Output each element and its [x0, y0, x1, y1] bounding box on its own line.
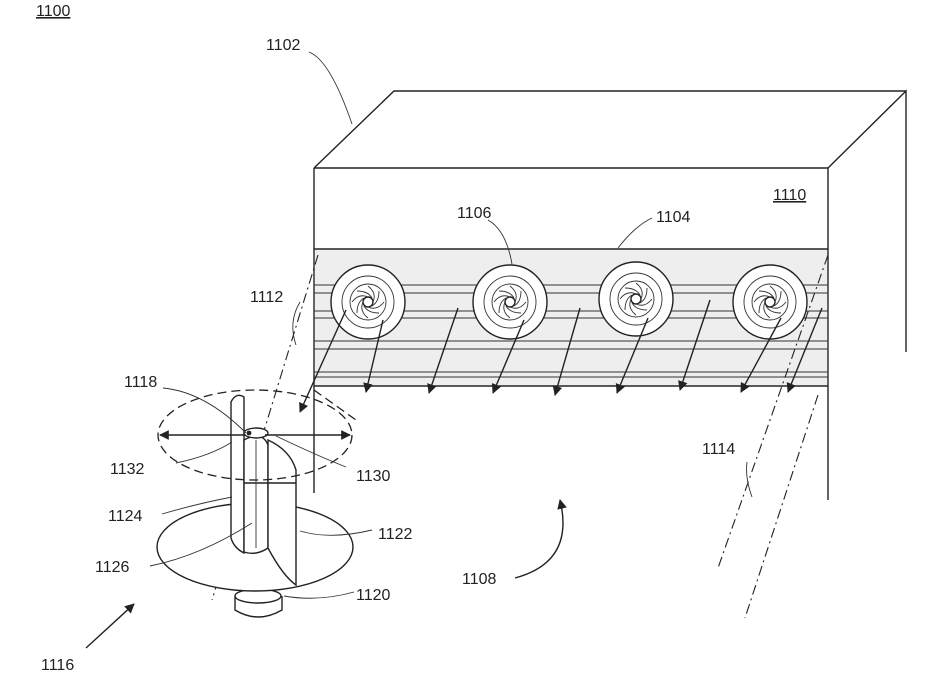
label-1114: 1114: [702, 441, 735, 458]
fan-1: [331, 265, 405, 339]
label-1116: 1116: [41, 657, 74, 674]
label-1118: 1118: [124, 374, 157, 391]
fan-3: [599, 262, 673, 336]
flow-arrow-1108: [515, 500, 563, 578]
turbine-arrow-1116: [86, 604, 134, 648]
fan-4: [733, 265, 807, 339]
label-1102: 1102: [266, 37, 301, 54]
label-1122: 1122: [378, 526, 413, 543]
label-1104: 1104: [656, 209, 691, 226]
turbine-1116: [157, 395, 353, 617]
label-1126: 1126: [95, 559, 130, 576]
label-1112: 1112: [250, 289, 283, 306]
label-1106: 1106: [457, 205, 492, 222]
label-1124: 1124: [108, 508, 143, 525]
label-1110: 1110: [773, 187, 806, 204]
label-1130: 1130: [356, 468, 391, 485]
fan-2: [473, 265, 547, 339]
figure-number: 1100: [36, 3, 71, 20]
label-1108: 1108: [462, 571, 497, 588]
label-1132: 1132: [110, 461, 145, 478]
label-1120: 1120: [356, 587, 391, 604]
